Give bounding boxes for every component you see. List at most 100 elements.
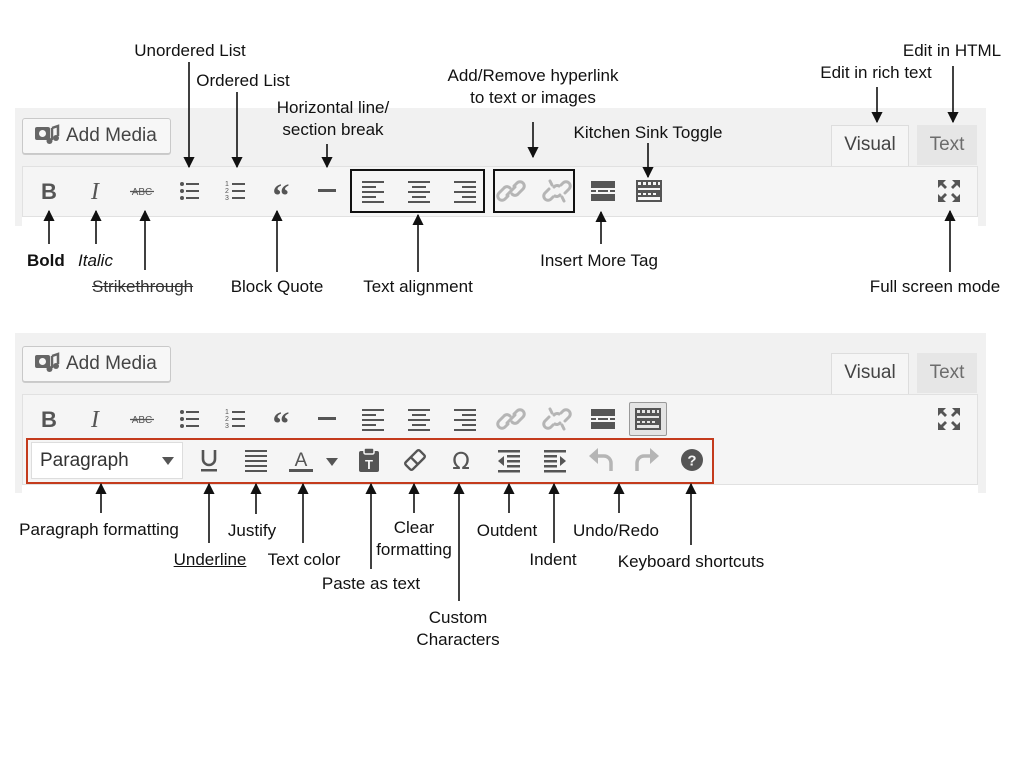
kitchen-sink-toggle-icon[interactable] xyxy=(633,175,665,207)
omega-icon[interactable]: Ω xyxy=(445,444,477,476)
strikethrough-icon[interactable]: ABC xyxy=(126,175,158,207)
fullscreen-icon[interactable] xyxy=(933,403,965,435)
horizontal-line-icon[interactable] xyxy=(311,403,343,435)
label-edit-rich-text: Edit in rich text xyxy=(820,63,932,82)
label-kitchen-sink: Kitchen Sink Toggle xyxy=(573,123,723,142)
block-quote-icon[interactable]: “ xyxy=(265,403,297,435)
tab-text-2[interactable]: Text xyxy=(917,353,977,393)
insert-link-icon[interactable] xyxy=(495,403,527,435)
label-clear-formatting: Clear formatting xyxy=(376,517,452,561)
svg-text:A: A xyxy=(295,450,308,471)
align-center-icon[interactable] xyxy=(403,175,435,207)
underline-icon[interactable] xyxy=(193,444,225,476)
label-italic: Italic xyxy=(78,251,113,270)
paragraph-format-value: Paragraph xyxy=(40,450,129,471)
label-outdent: Outdent xyxy=(476,521,538,540)
kitchen-sink-toggle-icon[interactable] xyxy=(632,403,664,435)
add-media-button[interactable]: Add Media xyxy=(22,118,171,154)
label-text-alignment: Text alignment xyxy=(363,277,473,296)
add-media-label: Add Media xyxy=(66,125,157,146)
svg-text:I: I xyxy=(90,179,100,205)
label-clear-formatting-1: Clear xyxy=(393,518,435,537)
svg-text:3: 3 xyxy=(225,423,229,430)
media-icon xyxy=(34,352,60,381)
remove-link-icon[interactable] xyxy=(541,175,573,207)
label-bold: Bold xyxy=(27,251,65,270)
link-group-box xyxy=(493,169,575,213)
label-horizontal-line: Horizontal line/ section break xyxy=(277,97,389,141)
horizontal-line-icon[interactable] xyxy=(311,175,343,207)
align-left-icon[interactable] xyxy=(357,403,389,435)
italic-icon[interactable]: I xyxy=(79,403,111,435)
label-paste-as-text: Paste as text xyxy=(321,574,421,593)
justify-icon[interactable] xyxy=(240,444,272,476)
content-area-top xyxy=(22,216,978,227)
label-text-color: Text color xyxy=(267,550,341,569)
undo-icon[interactable] xyxy=(585,444,617,476)
svg-text:1: 1 xyxy=(225,409,229,416)
outdent-icon[interactable] xyxy=(493,444,525,476)
label-hyperlink-1: Add/Remove hyperlink xyxy=(447,66,619,85)
align-right-icon[interactable] xyxy=(449,403,481,435)
svg-text:B: B xyxy=(41,407,57,432)
svg-text:ABC: ABC xyxy=(132,415,153,426)
label-custom-characters: Custom Characters xyxy=(416,607,499,651)
insert-link-icon[interactable] xyxy=(495,175,527,207)
label-indent: Indent xyxy=(529,550,577,569)
insert-more-tag-icon[interactable] xyxy=(587,403,619,435)
italic-icon[interactable]: I xyxy=(79,175,111,207)
tab-visual-2[interactable]: Visual xyxy=(831,353,909,395)
align-center-icon[interactable] xyxy=(403,403,435,435)
bold-icon[interactable]: B xyxy=(33,403,65,435)
remove-link-icon[interactable] xyxy=(541,403,573,435)
media-icon xyxy=(34,124,60,153)
alignment-group-box xyxy=(350,169,485,213)
label-hyperlink: Add/Remove hyperlink to text or images xyxy=(447,65,618,109)
strikethrough-icon[interactable]: ABC xyxy=(126,403,158,435)
label-underline: Underline xyxy=(173,550,247,569)
svg-text:ABC: ABC xyxy=(132,187,153,198)
unordered-list-icon[interactable] xyxy=(173,175,205,207)
bold-icon[interactable]: B xyxy=(33,175,65,207)
label-ordered-list: Ordered List xyxy=(196,71,290,90)
svg-text:2: 2 xyxy=(225,416,229,423)
block-quote-icon[interactable]: “ xyxy=(265,175,297,207)
chevron-down-icon xyxy=(162,457,174,465)
text-color-chevron-icon[interactable] xyxy=(326,458,338,466)
help-icon[interactable]: ? xyxy=(676,444,708,476)
clear-formatting-icon[interactable] xyxy=(399,444,431,476)
label-hyperlink-2: to text or images xyxy=(470,88,596,107)
svg-text:T: T xyxy=(365,457,373,472)
tab-text[interactable]: Text xyxy=(917,125,977,165)
label-clear-formatting-2: formatting xyxy=(376,540,452,559)
label-keyboard-shortcuts: Keyboard shortcuts xyxy=(617,552,765,571)
svg-text:Ω: Ω xyxy=(452,449,470,475)
svg-text:3: 3 xyxy=(225,195,229,202)
unordered-list-icon[interactable] xyxy=(173,403,205,435)
label-horizontal-line-2: section break xyxy=(282,120,384,139)
add-media-button-2[interactable]: Add Media xyxy=(22,346,171,382)
paragraph-format-select[interactable]: Paragraph xyxy=(31,442,183,479)
align-right-icon[interactable] xyxy=(449,175,481,207)
svg-text:2: 2 xyxy=(225,188,229,195)
indent-icon[interactable] xyxy=(539,444,571,476)
svg-text:“: “ xyxy=(273,406,290,435)
label-horizontal-line-1: Horizontal line/ xyxy=(276,98,390,117)
fullscreen-icon[interactable] xyxy=(933,175,965,207)
redo-icon[interactable] xyxy=(631,444,663,476)
paste-as-text-icon[interactable]: T xyxy=(353,444,385,476)
align-left-icon[interactable] xyxy=(357,175,389,207)
label-unordered-list: Unordered List xyxy=(134,41,246,60)
svg-text:1: 1 xyxy=(225,181,229,188)
insert-more-tag-icon[interactable] xyxy=(587,175,619,207)
text-color-icon[interactable]: A xyxy=(285,444,317,476)
tab-visual[interactable]: Visual xyxy=(831,125,909,167)
label-insert-more: Insert More Tag xyxy=(540,251,658,270)
add-media-label: Add Media xyxy=(66,353,157,374)
label-edit-html: Edit in HTML xyxy=(902,41,1002,60)
content-area-bottom xyxy=(22,484,978,494)
label-undo-redo: Undo/Redo xyxy=(572,521,660,540)
